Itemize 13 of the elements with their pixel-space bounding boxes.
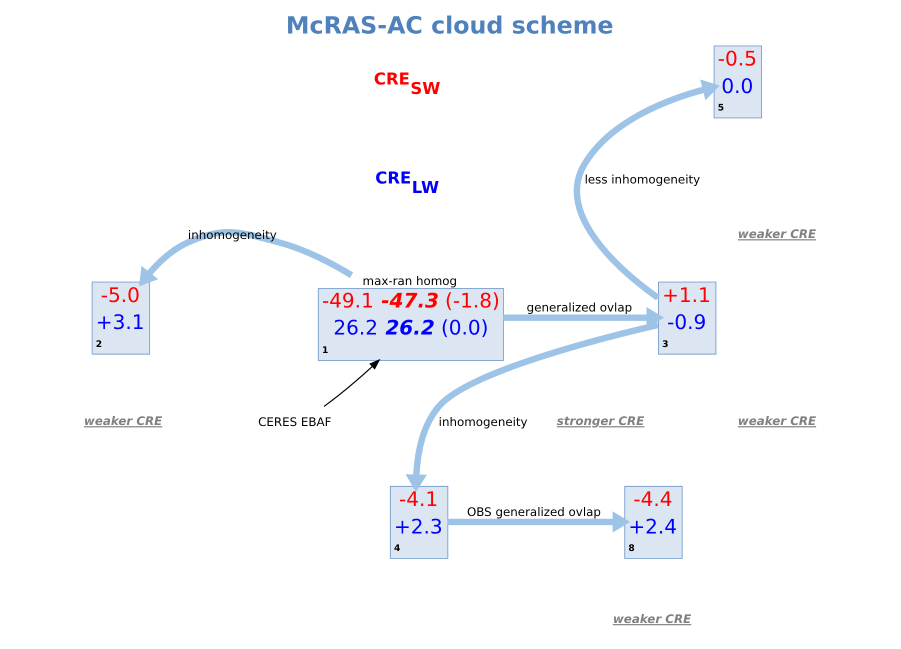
- label: weaker CRE: [737, 414, 816, 428]
- edge-label: less inhomogeneity: [584, 172, 700, 187]
- label: weaker CRE: [737, 227, 816, 242]
- edge-label: generalized ovlap: [526, 300, 632, 315]
- label: weaker CRE: [612, 612, 691, 626]
- node-label: max-ran homog: [362, 274, 457, 288]
- edge-label: OBS generalized ovlap: [466, 504, 600, 519]
- label: stronger CRE: [556, 414, 644, 428]
- edge-label: inhomogeneity: [438, 415, 528, 430]
- diagram-title: McRAS-AC cloud scheme: [285, 11, 614, 40]
- label: weaker CRE: [83, 414, 162, 428]
- node-text: CERES EBAF: [258, 415, 331, 430]
- edge-label: inhomogeneity: [187, 228, 276, 242]
